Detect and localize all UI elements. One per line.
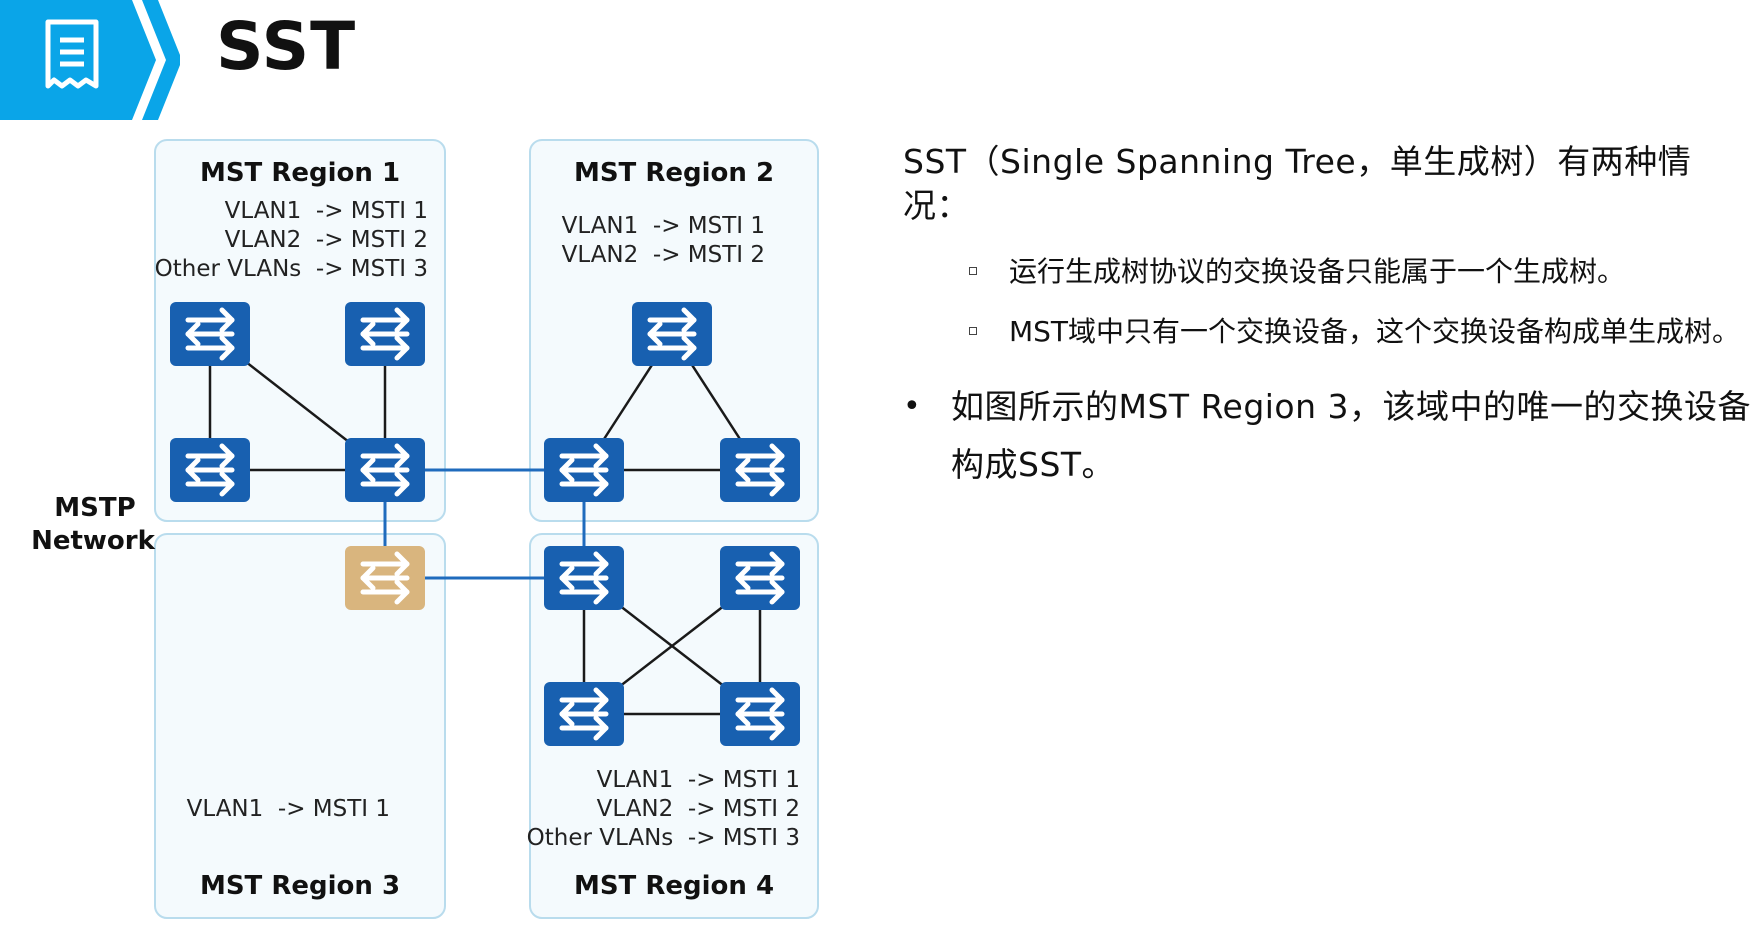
region-2-title: MST Region 2: [574, 158, 774, 188]
region-3-box: [154, 533, 446, 919]
region-1-title: MST Region 1: [200, 158, 400, 188]
switch-icon: [720, 682, 800, 746]
region-1-mapping: Other VLANs -> MSTI 3: [155, 256, 428, 282]
switch-icon: [544, 546, 624, 610]
square-bullet-icon: [969, 267, 977, 275]
region-4-box: [529, 533, 819, 919]
region-2-mapping: VLAN1 -> MSTI 1: [562, 213, 765, 239]
header-badge: [0, 0, 180, 120]
switch-icon: [544, 438, 624, 502]
region-4-mapping: VLAN2 -> MSTI 2: [597, 796, 800, 822]
switch-icon: [170, 302, 250, 366]
region-4-mapping: VLAN1 -> MSTI 1: [597, 767, 800, 793]
switch-icon: [345, 438, 425, 502]
switch-icon: [720, 546, 800, 610]
switch-icon: [345, 302, 425, 366]
description-panel: SST（Single Spanning Tree，单生成树）有两种情况： 运行生…: [903, 140, 1753, 494]
main-item: • 如图所示的MST Region 3，该域中的唯一的交换设备构成SST。: [903, 378, 1753, 494]
square-bullet-icon: [969, 327, 977, 335]
switch-icon: [632, 302, 712, 366]
sub-item: MST域中只有一个交换设备，这个交换设备构成单生成树。: [963, 306, 1753, 358]
document-note-icon: [45, 19, 99, 89]
sub-item: 运行生成树协议的交换设备只能属于一个生成树。: [963, 246, 1753, 298]
region-4-mapping: Other VLANs -> MSTI 3: [527, 825, 800, 851]
bullet-icon: •: [903, 389, 922, 424]
sub-item-text: MST域中只有一个交换设备，这个交换设备构成单生成树。: [1009, 315, 1741, 348]
region-1-box: [154, 139, 446, 522]
switch-icon: [544, 682, 624, 746]
switch-icon: [720, 438, 800, 502]
sst-switch-icon: [345, 546, 425, 610]
switch-icon: [170, 438, 250, 502]
region-1-mapping: VLAN1 -> MSTI 1: [225, 198, 428, 224]
mstp-network-label: Network: [31, 526, 156, 556]
intro-text: SST（Single Spanning Tree，单生成树）有两种情况：: [903, 142, 1692, 225]
sub-item-text: 运行生成树协议的交换设备只能属于一个生成树。: [1009, 255, 1626, 288]
region-1-mapping: VLAN2 -> MSTI 2: [225, 227, 428, 253]
mstp-network-label: MSTP: [54, 493, 135, 523]
page-title: SST: [216, 8, 357, 85]
sub-list: 运行生成树协议的交换设备只能属于一个生成树。 MST域中只有一个交换设备，这个交…: [903, 246, 1753, 358]
region-3-title: MST Region 3: [200, 871, 400, 901]
mstp-diagram: MST Region 1 MST Region 2 MST Region 3 M…: [31, 139, 819, 919]
region-4-title: MST Region 4: [574, 871, 774, 901]
region-2-mapping: VLAN2 -> MSTI 2: [562, 242, 765, 268]
main-item-text: 如图所示的MST Region 3，该域中的唯一的交换设备构成SST。: [951, 387, 1752, 484]
region-3-mapping: VLAN1 -> MSTI 1: [187, 796, 390, 822]
